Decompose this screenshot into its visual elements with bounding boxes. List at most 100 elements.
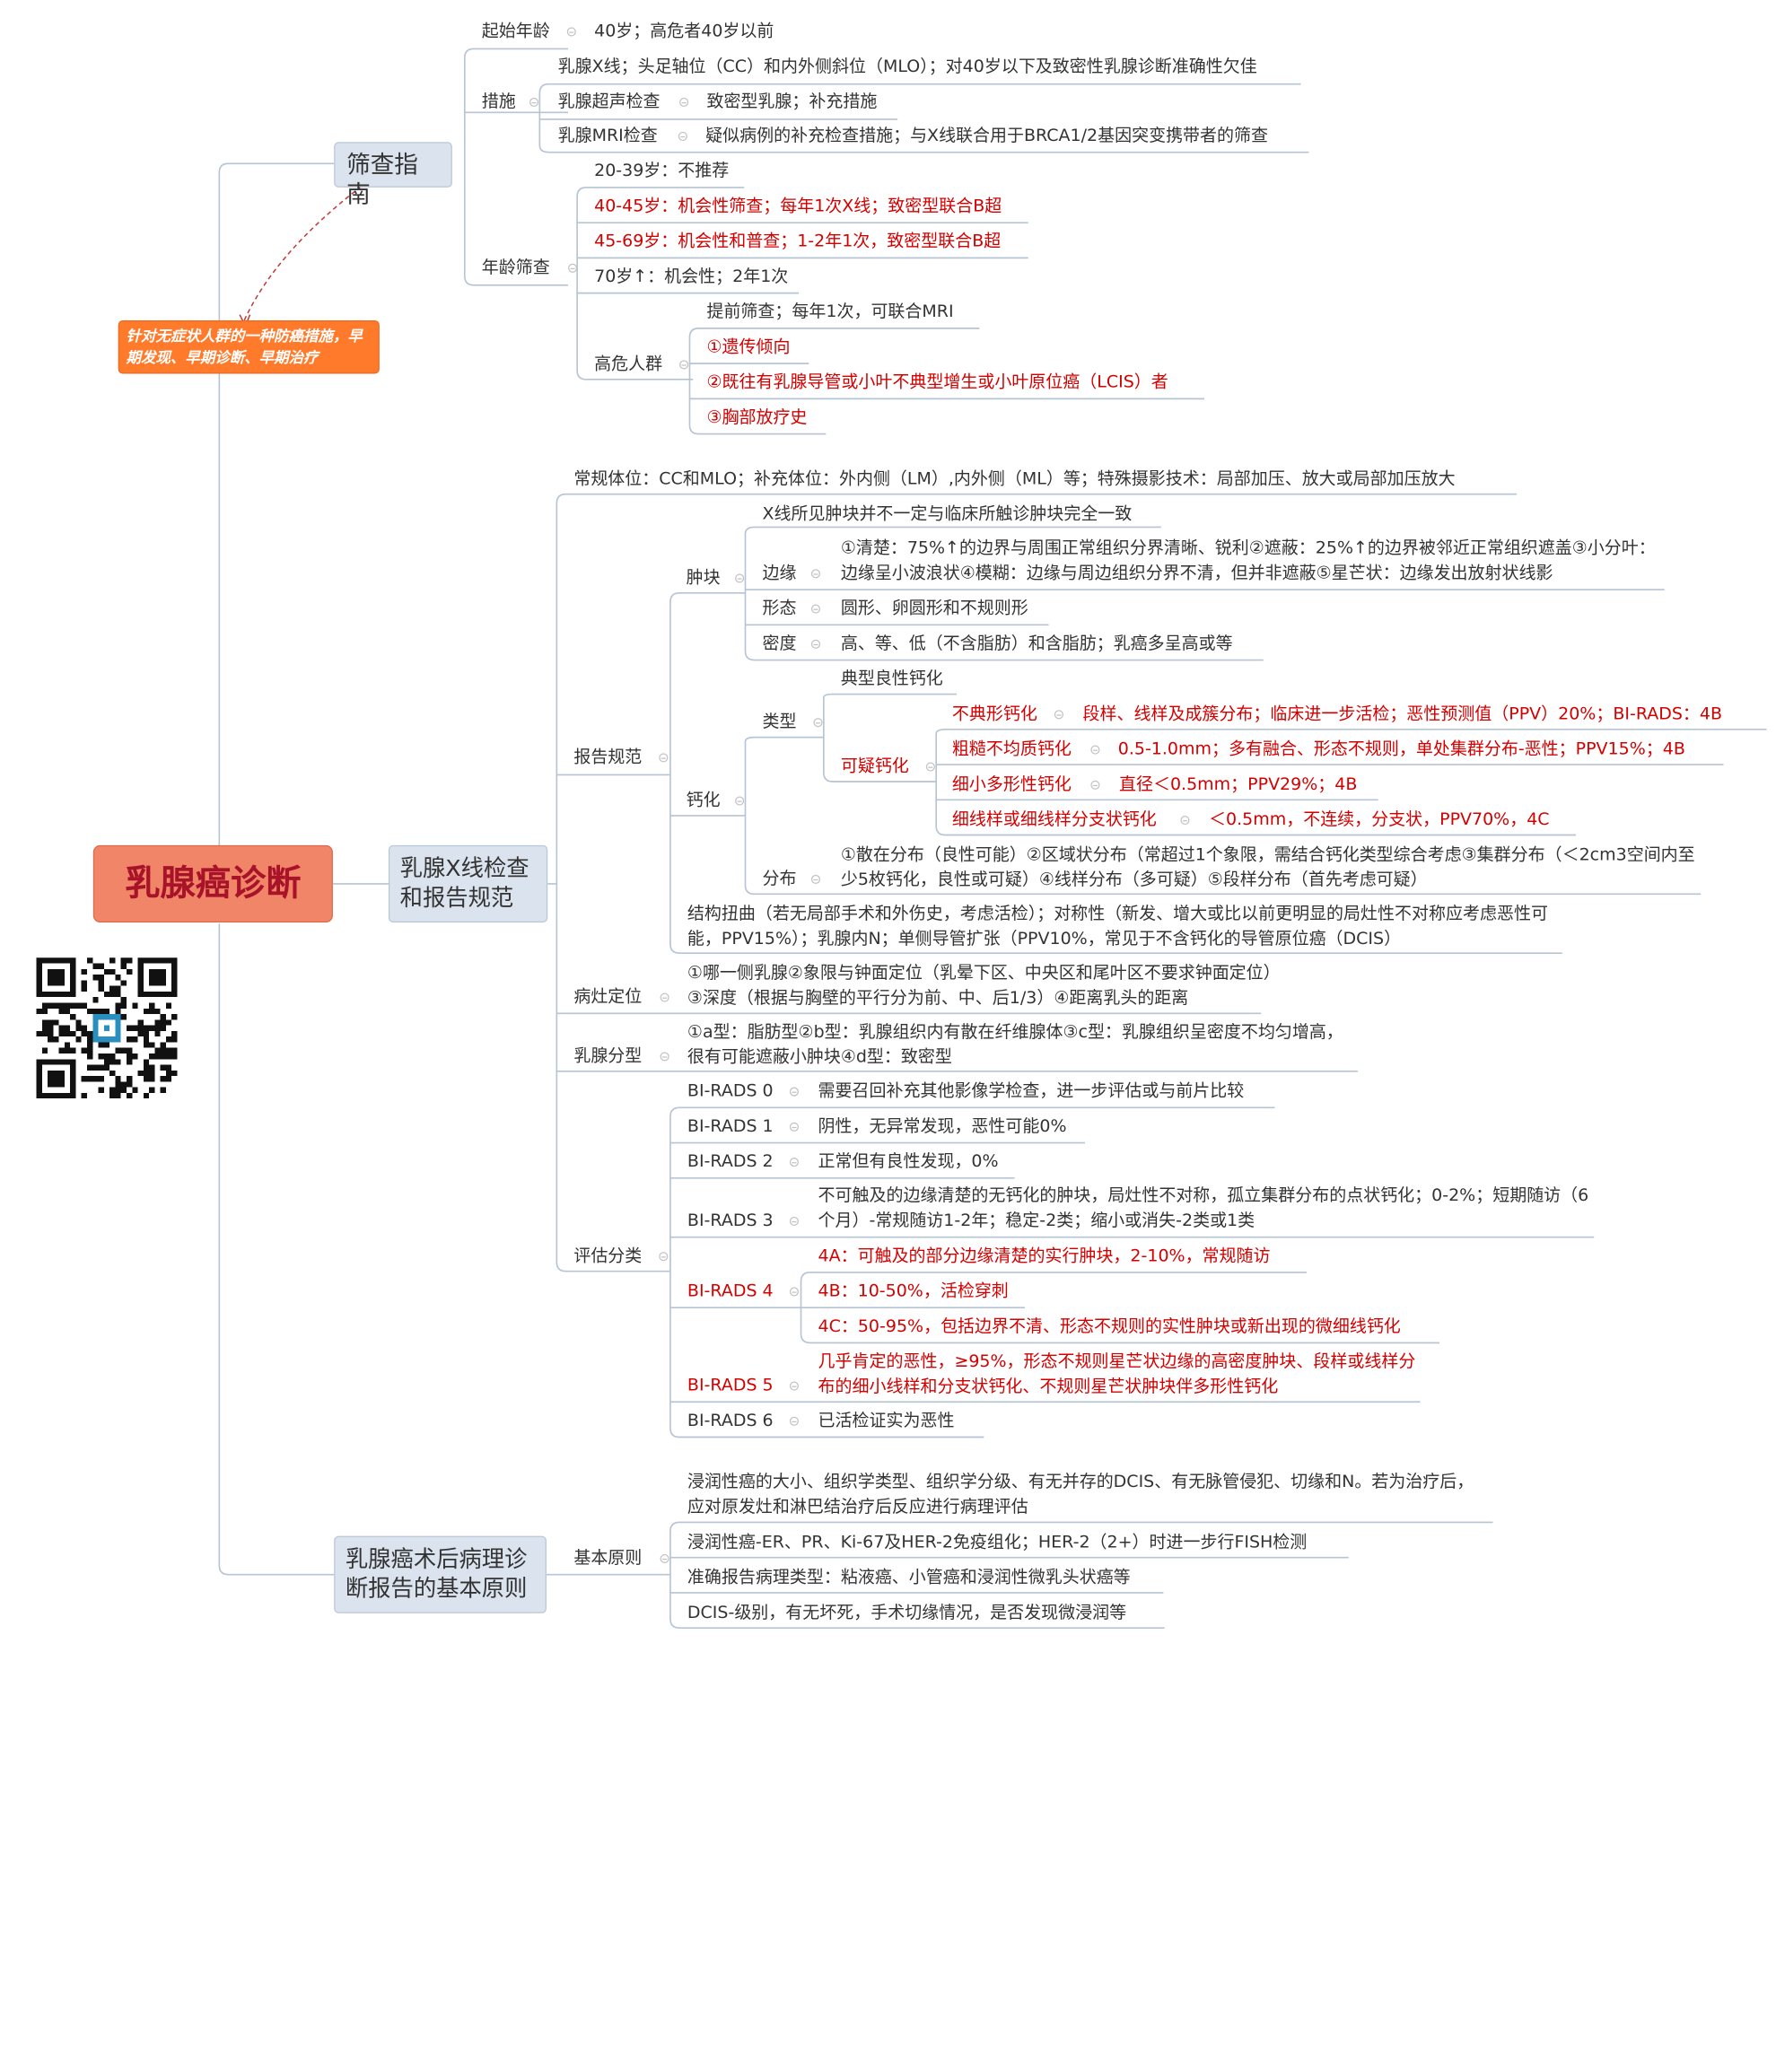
- suspicious-calc-value[interactable]: 0.5-1.0mm；多有融合、形态不规则，单处集群分布-恶性；PPV15%；4B: [1117, 738, 1685, 759]
- measures-label[interactable]: 措施: [481, 91, 516, 112]
- branch-pathology-principles[interactable]: 乳腺癌术后病理诊断报告的基本原则: [334, 1535, 547, 1613]
- birads-value[interactable]: 正常但有良性发现，0%: [818, 1150, 999, 1172]
- location-value[interactable]: ①哪一侧乳腺②象限与钟面定位（乳晕下区、中央区和尾叶区不要求钟面定位）③深度（根…: [687, 962, 1281, 1008]
- calc-benign[interactable]: 典型良性钙化: [840, 668, 943, 689]
- high-risk-item[interactable]: 提前筛查；每年1次，可联合MRI: [706, 301, 954, 322]
- principle-item[interactable]: 浸润性癌-ER、PR、Ki-67及HER-2免疫组化；HER-2（2+）时进一步…: [687, 1531, 1308, 1552]
- xray-positions[interactable]: 常规体位：CC和MLO；补充体位：外内侧（LM）,内外侧（ML）等；特殊摄影技术…: [573, 468, 1456, 489]
- collapse-toggle-icon[interactable]: [660, 992, 669, 1002]
- collapse-toggle-icon[interactable]: [810, 569, 821, 579]
- collapse-toggle-icon[interactable]: [735, 573, 745, 583]
- calc-suspicious-label[interactable]: 可疑钙化: [840, 755, 909, 776]
- suspicious-calc-label[interactable]: 不典形钙化: [951, 703, 1037, 724]
- collapse-toggle-icon[interactable]: [789, 1158, 799, 1167]
- measure-mri-label[interactable]: 乳腺MRI检查: [557, 125, 658, 146]
- high-risk-label[interactable]: 高危人群: [594, 353, 663, 374]
- age-item[interactable]: 20-39岁：不推荐: [594, 160, 730, 181]
- suspicious-calc-value[interactable]: ＜0.5mm，不连续，分支状，PPV70%，4C: [1209, 809, 1550, 830]
- birads-label[interactable]: BI-RADS 3: [687, 1210, 774, 1231]
- mass-margin-value[interactable]: ①清楚：75%↑的边界与周围正常组织分界清晰、锐利②遮蔽：25%↑的边界被邻近正…: [840, 537, 1656, 583]
- collapse-toggle-icon[interactable]: [735, 796, 745, 806]
- birads-value[interactable]: 不可触及的边缘清楚的无钙化的肿块，局灶性不对称，孤立集群分布的点状钙化；0-2%…: [818, 1185, 1589, 1231]
- collapse-toggle-icon[interactable]: [789, 1216, 799, 1227]
- mass-density-label[interactable]: 密度: [762, 633, 797, 653]
- birads-4-sub[interactable]: 4B：10-50%，活检穿刺: [818, 1280, 1009, 1301]
- assessment-label[interactable]: 评估分类: [573, 1245, 643, 1266]
- collapse-toggle-icon[interactable]: [679, 360, 689, 370]
- report-label[interactable]: 报告规范: [573, 746, 643, 767]
- measure-mri-value[interactable]: 疑似病例的补充检查措施；与X线联合用于BRCA1/2基因突变携带者的筛查: [705, 125, 1269, 146]
- collapse-toggle-icon[interactable]: [789, 1122, 799, 1132]
- collapse-toggle-icon[interactable]: [813, 718, 823, 728]
- birads-label[interactable]: BI-RADS 1: [687, 1115, 774, 1136]
- collapse-toggle-icon[interactable]: [810, 874, 821, 884]
- age-item[interactable]: 40-45岁：机会性筛查；每年1次X线；致密型联合B超: [594, 195, 1002, 216]
- collapse-toggle-icon[interactable]: [1054, 710, 1063, 720]
- mass-shape-value[interactable]: 圆形、卵圆形和不规则形: [840, 597, 1028, 618]
- collapse-toggle-icon[interactable]: [566, 27, 576, 37]
- age-item[interactable]: 45-69岁：机会性和普查；1-2年1次，致密型联合B超: [594, 230, 1002, 251]
- collapse-toggle-icon[interactable]: [1090, 780, 1100, 790]
- collapse-toggle-icon[interactable]: [810, 639, 821, 649]
- collapse-toggle-icon[interactable]: [679, 97, 689, 108]
- measure-ultrasound-label[interactable]: 乳腺超声检查: [557, 91, 661, 112]
- collapse-toggle-icon[interactable]: [789, 1287, 799, 1297]
- branch-screening-guide[interactable]: 筛查指南: [334, 142, 452, 208]
- birads-4-sub[interactable]: 4A：可触及的部分边缘清楚的实行肿块，2-10%，常规随访: [818, 1245, 1271, 1266]
- birads-label[interactable]: BI-RADS 5: [687, 1374, 774, 1395]
- high-risk-item[interactable]: ②既往有乳腺导管或小叶不典型增生或小叶原位癌（LCIS）者: [706, 371, 1168, 392]
- principle-item[interactable]: DCIS-级别，有无坏死，手术切缘情况，是否发现微浸润等: [687, 1602, 1127, 1622]
- principle-item[interactable]: 准确报告病理类型：粘液癌、小管癌和浸润性微乳头状癌等: [687, 1566, 1131, 1587]
- collapse-toggle-icon[interactable]: [1180, 815, 1190, 826]
- suspicious-calc-label[interactable]: 细线样或细线样分支状钙化: [951, 809, 1157, 830]
- collapse-toggle-icon[interactable]: [925, 762, 935, 772]
- birads-value[interactable]: 几乎肯定的恶性，≥95%，形态不规则星芒状边缘的高密度肿块、段样或线样分布的细小…: [818, 1351, 1416, 1396]
- birads-value[interactable]: 需要召回补充其他影像学检查，进一步评估或与前片比较: [818, 1080, 1245, 1101]
- suspicious-calc-label[interactable]: 细小多形性钙化: [951, 774, 1072, 794]
- birads-label[interactable]: BI-RADS 0: [687, 1080, 774, 1101]
- collapse-toggle-icon[interactable]: [659, 1252, 669, 1262]
- collapse-toggle-icon[interactable]: [678, 131, 687, 141]
- age-item[interactable]: 70岁↑：机会性；2年1次: [594, 266, 789, 287]
- typing-value[interactable]: ①a型：脂肪型②b型：乳腺组织内有散在纤维腺体③c型：乳腺组织呈密度不均匀增高，…: [687, 1021, 1343, 1067]
- mass-density-value[interactable]: 高、等、低（不含脂肪）和含脂肪；乳癌多呈高或等: [840, 633, 1233, 653]
- mass-margin-label[interactable]: 边缘: [762, 562, 797, 583]
- calc-distribution-label[interactable]: 分布: [762, 868, 797, 889]
- location-label[interactable]: 病灶定位: [573, 985, 643, 1007]
- collapse-toggle-icon[interactable]: [1090, 745, 1100, 755]
- collapse-toggle-icon[interactable]: [660, 1052, 669, 1062]
- suspicious-calc-value[interactable]: 直径＜0.5mm；PPV29%；4B: [1119, 774, 1358, 794]
- measure-ultrasound-value[interactable]: 致密型乳腺；补充措施: [706, 91, 878, 112]
- start-age-label[interactable]: 起始年龄: [481, 20, 550, 41]
- callout-note[interactable]: 针对无症状人群的一种防癌措施，早期发现、早期诊断、早期治疗: [118, 320, 380, 374]
- high-risk-item[interactable]: ①遗传倾向: [706, 336, 791, 357]
- branch-xray-report[interactable]: 乳腺X线检查和报告规范: [388, 844, 548, 922]
- birads-value[interactable]: 阴性，无异常发现，恶性可能0%: [818, 1115, 1067, 1136]
- suspicious-calc-label[interactable]: 粗糙不均质钙化: [951, 738, 1072, 759]
- mass-shape-label[interactable]: 形态: [762, 597, 797, 618]
- typing-label[interactable]: 乳腺分型: [573, 1045, 643, 1066]
- calcification-label[interactable]: 钙化: [686, 789, 721, 810]
- collapse-toggle-icon[interactable]: [568, 263, 578, 273]
- measure-xray[interactable]: 乳腺X线；头足轴位（CC）和内外侧斜位（MLO）；对40岁以下及致密性乳腺诊断准…: [557, 56, 1257, 76]
- root-topic[interactable]: 乳腺癌诊断: [92, 844, 333, 922]
- birads-value[interactable]: 已活检证实为恶性: [818, 1410, 955, 1430]
- collapse-toggle-icon[interactable]: [789, 1381, 799, 1391]
- collapse-toggle-icon[interactable]: [789, 1416, 799, 1426]
- mass-note[interactable]: X线所见肿块并不一定与临床所触诊肿块完全一致: [762, 503, 1133, 524]
- collapse-toggle-icon[interactable]: [659, 753, 669, 763]
- suspicious-calc-value[interactable]: 段样、线样及成簇分布；临床进一步活检；恶性预测值（PPV）20%；BI-RADS…: [1082, 703, 1723, 724]
- collapse-toggle-icon[interactable]: [810, 604, 821, 614]
- start-age-value[interactable]: 40岁；高危者40岁以前: [594, 20, 774, 41]
- calc-type-label[interactable]: 类型: [762, 711, 797, 732]
- birads-label[interactable]: BI-RADS 2: [687, 1150, 774, 1172]
- principles-label[interactable]: 基本原则: [573, 1547, 643, 1569]
- birads-label[interactable]: BI-RADS 4: [687, 1280, 774, 1301]
- collapse-toggle-icon[interactable]: [529, 97, 539, 108]
- collapse-toggle-icon[interactable]: [789, 1087, 799, 1097]
- birads-4-sub[interactable]: 4C：50-95%，包括边界不清、形态不规则的实性肿块或新出现的微细线钙化: [818, 1316, 1401, 1336]
- high-risk-item[interactable]: ③胸部放疗史: [706, 407, 808, 428]
- calc-distribution-value[interactable]: ①散在分布（良性可能）②区域状分布（常超过1个象限，需结合钙化类型综合考虑③集群…: [840, 844, 1695, 890]
- birads-label[interactable]: BI-RADS 6: [687, 1410, 774, 1430]
- structure-note[interactable]: 结构扭曲（若无局部手术和外伤史，考虑活检）；对称性（新发、增大或比以前更明显的局…: [687, 903, 1548, 949]
